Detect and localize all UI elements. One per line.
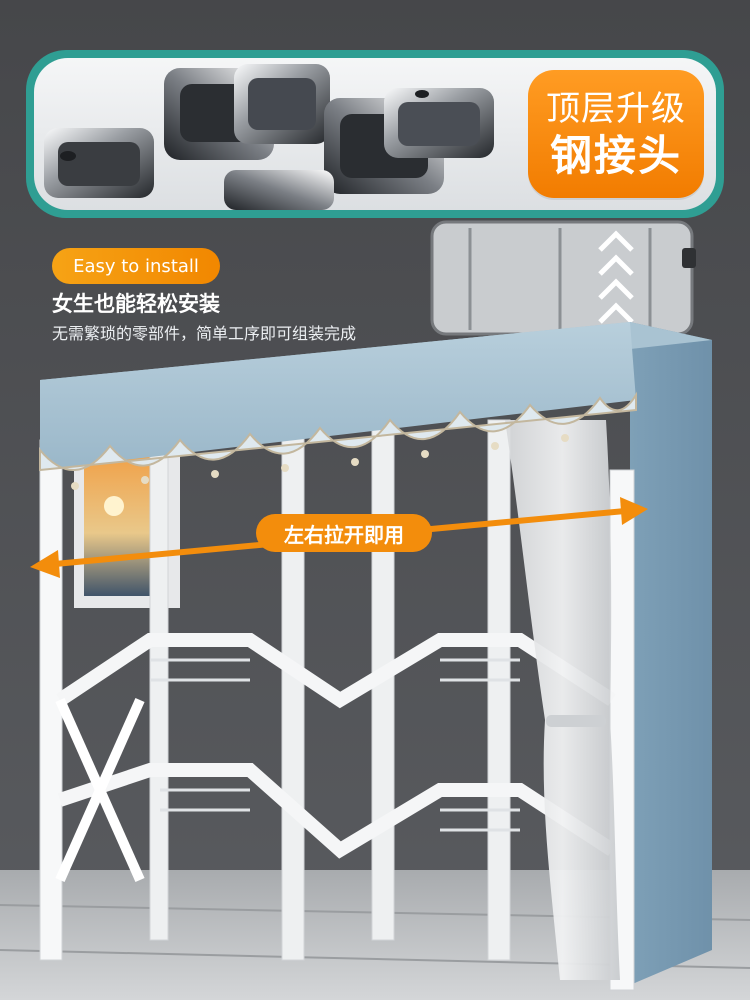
badge-line-1: 顶层升级 — [546, 89, 686, 129]
banner-panel: 顶层升级 钢接头 — [34, 58, 716, 210]
pull-open-label: 左右拉开即用 — [256, 514, 432, 552]
steel-joint-illustration — [44, 64, 494, 210]
feature-title: 女生也能轻松安装 — [52, 292, 220, 316]
upgrade-badge: 顶层升级 钢接头 — [528, 70, 704, 198]
top-banner: 顶层升级 钢接头 — [26, 50, 724, 218]
easy-install-tag: Easy to install — [52, 248, 220, 284]
badge-line-2: 钢接头 — [549, 131, 682, 180]
feature-subtitle: 无需繁琐的零部件，简单工序即可组装完成 — [52, 324, 357, 343]
